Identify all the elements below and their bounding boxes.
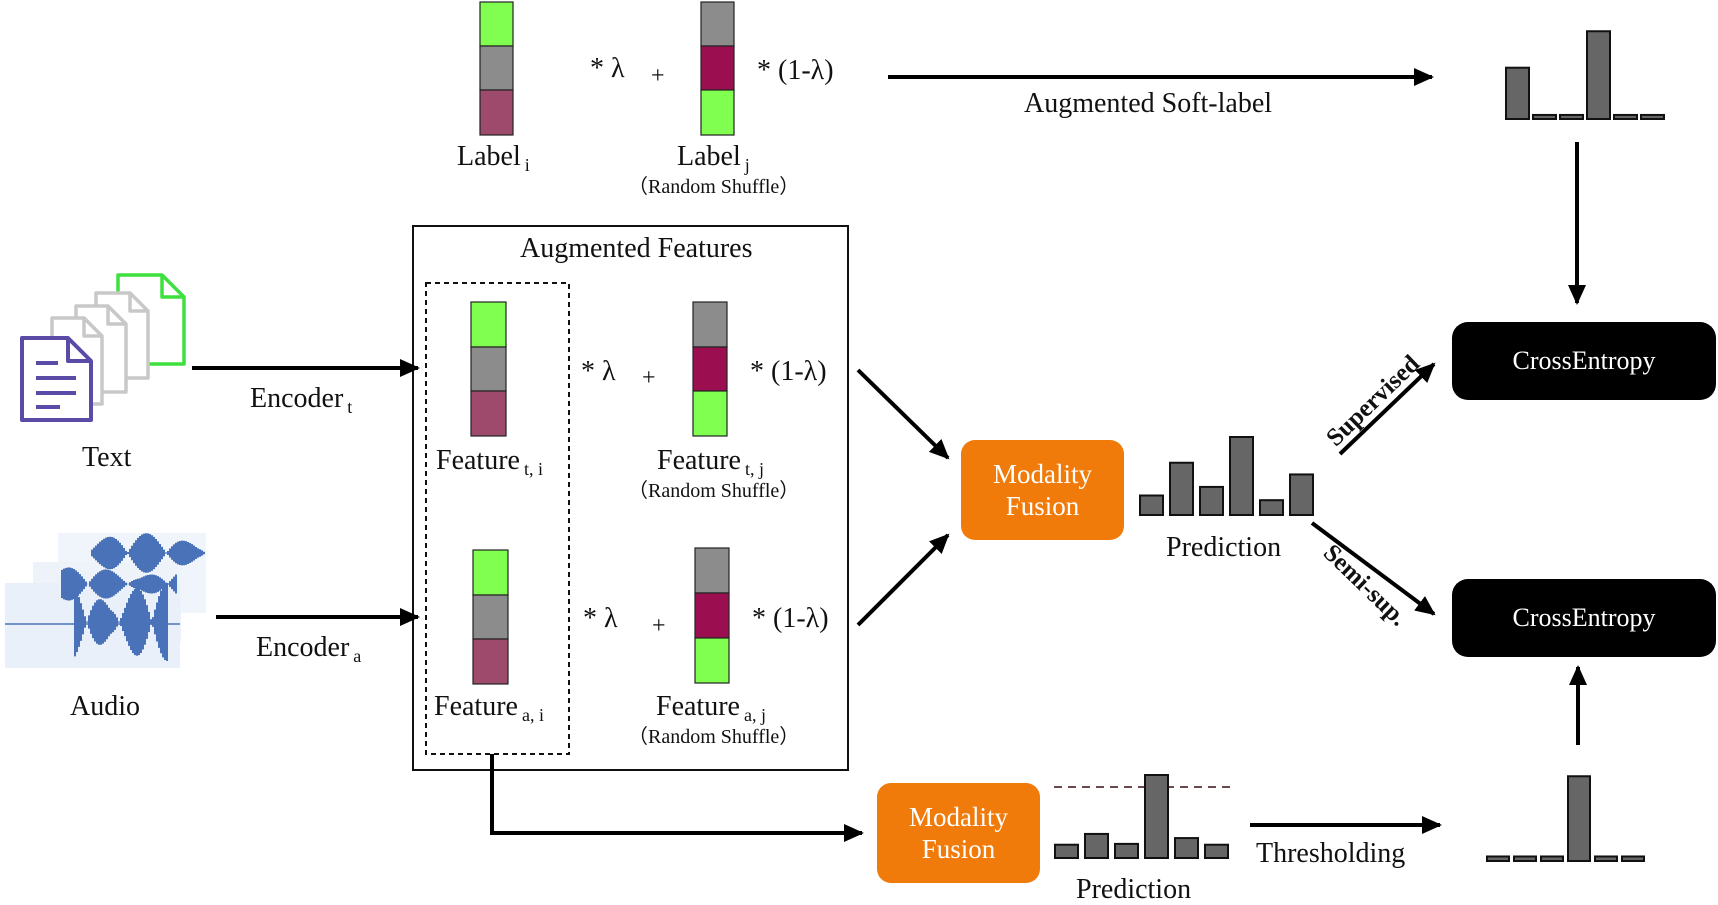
plus-a-sign: + bbox=[652, 613, 666, 639]
plus-sign: + bbox=[651, 63, 665, 89]
arrow-to-fusion-a bbox=[856, 533, 950, 627]
feature-t-j-stack bbox=[692, 301, 728, 437]
fusion-bottom-line-2: Fusion bbox=[921, 834, 996, 864]
random-shuffle-t: （Random Shuffle） bbox=[628, 480, 800, 502]
prediction-bottom-bar bbox=[1174, 837, 1199, 860]
soft-label-histogram bbox=[1505, 30, 1665, 120]
prediction-histogram bbox=[1139, 436, 1314, 517]
random-shuffle-a: （Random Shuffle） bbox=[628, 726, 800, 748]
cross-entropy-semi: CrossEntropy bbox=[1452, 579, 1716, 657]
prediction-label: Prediction bbox=[1166, 532, 1282, 563]
soft-label-bar bbox=[1613, 113, 1638, 120]
arrow-to-fusion-t bbox=[856, 368, 950, 460]
thresholded-bar bbox=[1621, 855, 1645, 862]
prediction-bar bbox=[1139, 494, 1164, 516]
feature-a-j-stack bbox=[694, 547, 730, 684]
plus-t-sign: + bbox=[642, 365, 656, 391]
soft-label-bar bbox=[1586, 30, 1611, 120]
augmented-soft-label-text: Augmented Soft-label bbox=[1024, 88, 1273, 119]
augmented-features-title: Augmented Features bbox=[520, 233, 753, 264]
label-i-stack bbox=[479, 1, 514, 136]
prediction-bar bbox=[1169, 461, 1194, 516]
augmented-features-box bbox=[412, 225, 849, 771]
thresholded-bar bbox=[1486, 855, 1510, 862]
soft-label-bar bbox=[1532, 113, 1557, 120]
soft-label-bar bbox=[1559, 113, 1584, 120]
soft-label-bar bbox=[1640, 113, 1665, 120]
prediction-bottom-bar bbox=[1084, 832, 1109, 859]
arrow-semi-sup bbox=[1310, 521, 1436, 616]
lambda-text: * λ bbox=[590, 53, 625, 84]
soft-label-bar bbox=[1505, 66, 1530, 120]
thresholded-bar bbox=[1594, 855, 1618, 862]
fusion-line-1: Modality bbox=[993, 458, 1092, 489]
feature-t-i-stack bbox=[470, 301, 507, 437]
cross-entropy-top-text: CrossEntropy bbox=[1512, 346, 1656, 375]
prediction-bar bbox=[1229, 436, 1254, 516]
thresholded-bar bbox=[1567, 775, 1591, 862]
fusion-bottom-line-1: Modality bbox=[909, 801, 1008, 832]
thresholded-histogram bbox=[1486, 775, 1645, 862]
prediction-bottom-label: Prediction bbox=[1076, 874, 1192, 905]
modality-fusion-bottom-box: Modality Fusion bbox=[877, 783, 1040, 883]
one-minus-lambda-a-text: * (1-λ) bbox=[752, 603, 829, 634]
prediction-bar bbox=[1259, 499, 1284, 516]
one-minus-lambda-text: * (1-λ) bbox=[757, 55, 834, 86]
prediction-bottom-histogram bbox=[1054, 774, 1229, 860]
arrow-selected-to-fusion bbox=[490, 754, 864, 842]
lambda-t-text: * λ bbox=[581, 356, 616, 387]
cross-entropy-supervised: CrossEntropy bbox=[1452, 322, 1716, 400]
prediction-bottom-bar bbox=[1054, 843, 1079, 859]
label-j-stack bbox=[700, 1, 735, 136]
arrows bbox=[192, 68, 1587, 842]
lambda-a-text: * λ bbox=[583, 603, 618, 634]
cross-entropy-bottom-text: CrossEntropy bbox=[1512, 603, 1656, 632]
prediction-bottom-bar bbox=[1204, 843, 1229, 859]
random-shuffle-top: （Random Shuffle） bbox=[628, 176, 800, 198]
prediction-bar bbox=[1289, 473, 1314, 517]
prediction-bottom-bar bbox=[1114, 842, 1139, 860]
audio-input-label: Audio bbox=[70, 691, 140, 722]
waveform-stack-icon bbox=[5, 533, 206, 668]
document-stack-icon bbox=[20, 273, 186, 422]
modality-fusion-box: Modality Fusion bbox=[961, 440, 1124, 540]
thresholded-bar bbox=[1540, 855, 1564, 862]
fusion-line-2: Fusion bbox=[1005, 491, 1080, 521]
text-input-label: Text bbox=[82, 442, 132, 473]
arrow-supervised bbox=[1338, 362, 1436, 456]
thresholded-bar bbox=[1513, 855, 1537, 862]
selected-features-dashed-box bbox=[425, 282, 570, 755]
prediction-bottom-bar bbox=[1144, 774, 1169, 859]
feature-a-i-stack bbox=[472, 549, 509, 685]
one-minus-lambda-t-text: * (1-λ) bbox=[750, 356, 827, 387]
thresholding-label: Thresholding bbox=[1256, 838, 1406, 869]
prediction-bar bbox=[1199, 485, 1224, 517]
